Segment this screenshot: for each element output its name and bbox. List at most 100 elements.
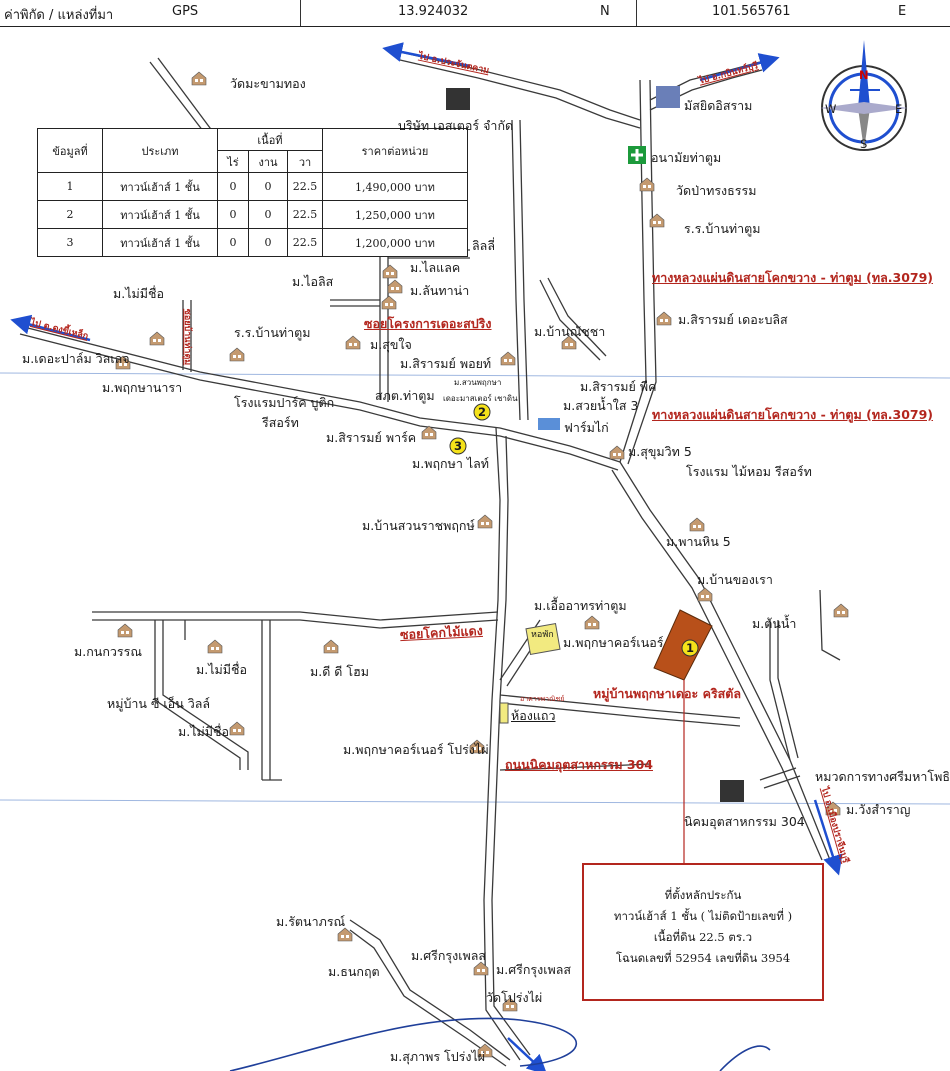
house-icon — [229, 721, 245, 736]
hotel-maihom-label: โรงแรม ไม้หอม รีสอร์ท — [686, 464, 812, 479]
shophouse-box — [499, 702, 509, 724]
dorm-box — [525, 623, 561, 655]
compass — [820, 40, 908, 151]
marker-3 — [449, 437, 467, 455]
header-divider — [300, 0, 301, 26]
house-icon — [345, 335, 361, 350]
table-row: 2 ทาวน์เฮ้าส์ 1 ชั้น 0 0 22.5 1,250,000 … — [37, 200, 468, 229]
crystal-village-label: หมู่บ้านพฤกษาเดอะ คริสตัล — [593, 686, 742, 701]
col-ngan: งาน — [248, 150, 288, 173]
compass-n: N — [859, 68, 869, 82]
village-label: ม.ไลแลค — [410, 260, 461, 275]
arrow-top — [382, 42, 471, 68]
arrow-left — [10, 314, 91, 342]
arrow-top-right — [699, 53, 780, 82]
house-icon — [323, 639, 339, 654]
house-icon — [689, 517, 705, 532]
village-label: ม.สวนพฤกษา — [454, 378, 502, 387]
industrial-label: นิคมอุตสาหกรรม 304 — [684, 814, 805, 829]
village-label: ม.กนกวรรณ — [74, 644, 142, 659]
village-label: ม.พฤกษาคอร์เนอร์ โปร่งไผ่ — [343, 742, 489, 757]
cell-price: 1,200,000 บาท — [322, 228, 468, 257]
house-icon — [500, 351, 516, 366]
marker-2-label: 2 — [478, 405, 487, 419]
village-label: ม.สุภาพร โปร่งไผ่ — [390, 1049, 486, 1064]
marker-3-label: 3 — [454, 439, 463, 453]
house-icon — [382, 264, 398, 279]
col-wa: วา — [287, 150, 323, 173]
village-label: ม.พานหิน 5 — [666, 534, 731, 549]
longitude-value: 101.565761 — [712, 4, 791, 19]
farm-label: ฟาร์มไก่ — [564, 420, 609, 435]
compass-s: S — [860, 137, 868, 151]
village-label: ม.บ้านของเรา — [697, 572, 773, 587]
soi-project-label: ซอยโครงการเดอะสปริง — [364, 316, 492, 331]
cell-no: 3 — [37, 228, 103, 257]
wat-prong-label: วัดโปร่งไผ่ — [486, 990, 543, 1005]
house-icon — [207, 639, 223, 654]
highway-label-1: ทางหลวงแผ่นดินสายโคกขวาง - ท่าตูม (ทล.30… — [652, 270, 933, 285]
house-icon — [584, 615, 600, 630]
cell-type: ทาวน์เฮ้าส์ 1 ชั้น — [102, 200, 218, 229]
village-label: ม.พฤกษาคอร์เนอร์ — [563, 635, 664, 650]
cell-wa: 22.5 — [287, 172, 323, 201]
signature-mark — [229, 1017, 771, 1071]
village-label: ม.ดี ดี โฮม — [310, 664, 369, 679]
cell-rai: 0 — [217, 200, 249, 229]
industrial-road-label: ถนนนิคมอุตสาหกรรม 304 — [505, 757, 653, 772]
village-label: ม.บ้านณัชชา — [534, 324, 606, 339]
compass-e: E — [895, 102, 903, 116]
cell-type: ทาวน์เฮ้าส์ 1 ชั้น — [102, 172, 218, 201]
cell-ngan: 0 — [248, 172, 288, 201]
house-icon — [656, 311, 672, 326]
house-icon — [387, 279, 403, 294]
house-icon — [833, 603, 849, 618]
village-label: ม.ศรีกรุงเพลส — [496, 962, 572, 977]
farm-icon — [538, 418, 560, 430]
company-label: บริษัท เอสเตอร์ จำกัด — [398, 118, 514, 133]
wat-pa-label: วัดป่าทรงธรรม — [676, 183, 757, 198]
collateral-type: ทาวน์เฮ้าส์ 1 ชั้น ( ไม่ติดป้ายเลขที่ ) — [613, 909, 793, 923]
village-label: ม.สิรารมย์ เดอะบลิส — [678, 312, 788, 327]
col-no: ข้อมูลที่ — [37, 128, 103, 173]
village-label: ม.วังสำราญ — [846, 802, 911, 817]
marker-2 — [473, 403, 491, 421]
health-cross-icon — [631, 149, 643, 161]
village-label: เดอะมาสเตอร์ เชาดิน — [443, 394, 518, 403]
price-table: ข้อมูลที่ ประเภท เนื้อที่ ราคาต่อหน่วย ไ… — [37, 128, 468, 257]
coord-source: GPS — [172, 4, 199, 19]
table-row: 1 ทาวน์เฮ้าส์ 1 ชั้น 0 0 22.5 1,490,000 … — [37, 172, 468, 201]
cell-price: 1,250,000 บาท — [322, 200, 468, 229]
highway-label-2: ทางหลวงแผ่นดินสายโคกขวาง - ท่าตูม (ทล.30… — [652, 407, 933, 422]
health-label: อนามัยท่าตูม — [651, 150, 722, 165]
scan-line — [0, 799, 950, 805]
village-label: ม.สุขใจ — [370, 337, 412, 352]
village-label: ม.ศรีกรุงเพลส — [411, 948, 487, 963]
village-label: ม.ธนกฤต — [328, 964, 380, 979]
longitude-suffix: E — [898, 4, 907, 19]
arrow-bottom — [507, 1037, 548, 1071]
col-type: ประเภท — [102, 128, 218, 173]
house-icon — [609, 445, 625, 460]
latitude-suffix: N — [600, 4, 610, 19]
village-label: ม.สวยน้ำใส 3 — [563, 398, 639, 413]
hotel-park-label-2: รีสอร์ท — [262, 415, 299, 430]
cell-no: 1 — [37, 172, 103, 201]
shophouse-label: ห้องแถว — [511, 708, 556, 723]
header-divider — [636, 0, 637, 26]
village-label: ม.ไม่มีชื่อ — [113, 286, 164, 301]
factory-icon — [446, 88, 470, 110]
cell-rai: 0 — [217, 172, 249, 201]
house-icon — [477, 514, 493, 529]
hotel-park-label: โรงแรมปาร์ค บูติก — [234, 395, 335, 410]
village-label: ม.รัตนาภรณ์ — [276, 914, 346, 929]
temple-icon — [191, 71, 207, 86]
collateral-deed: โฉนดเลขที่ 52954 เลขที่ดิน 3954 — [615, 951, 791, 965]
village-label: ม.สิรารมย์ พีค — [580, 379, 657, 394]
village-label: ม.พฤกษา ไลท์ — [412, 456, 490, 471]
marker-1-label: 1 — [686, 641, 695, 655]
mosque-icon — [656, 86, 680, 108]
school1-label: ร.ร.บ้านท่าตูม — [684, 221, 761, 236]
cell-type: ทาวน์เฮ้าส์ 1 ชั้น — [102, 228, 218, 257]
shophouse-small-label: อาคารพาณิชย์ — [520, 695, 565, 703]
